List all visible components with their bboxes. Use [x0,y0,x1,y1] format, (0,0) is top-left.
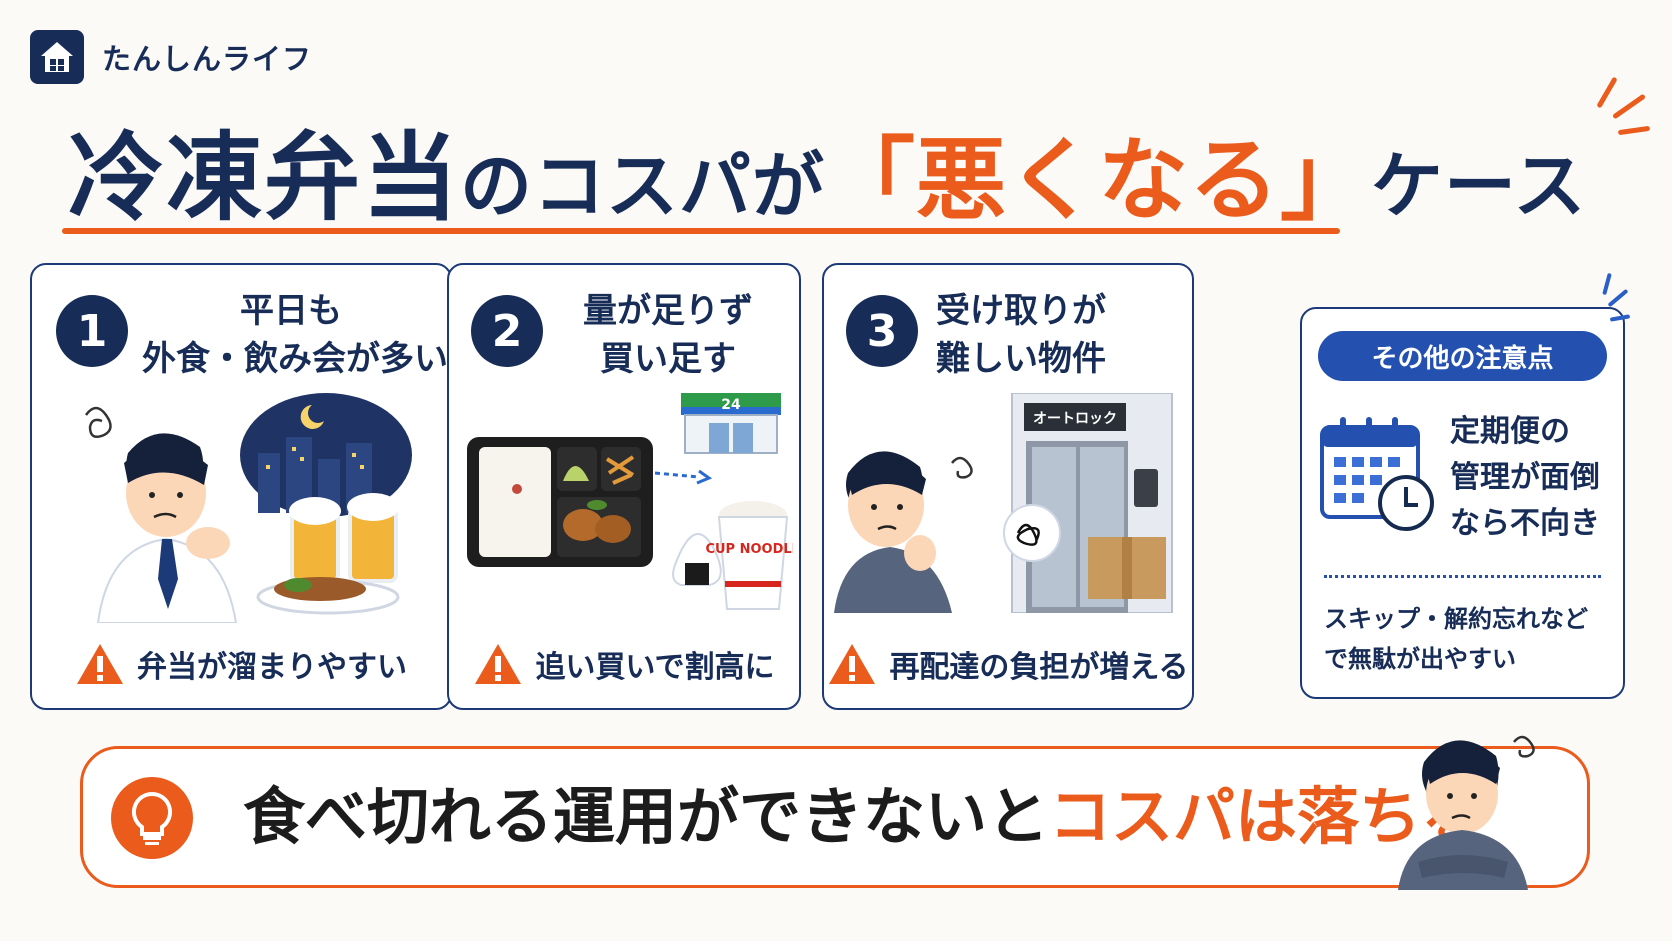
bottom-banner: 食べ切れる運用ができないとコスパは落ちる [80,746,1590,888]
card-3-warning: 再配達の負担が増える [824,642,1192,686]
card-1-number: 1 [56,295,128,367]
door-label: オートロック [1033,411,1117,427]
warning-icon [475,644,522,684]
brand-name: たんしんライフ [102,42,313,76]
side-text: 定期便の 管理が面倒 なら不向き [1450,414,1600,541]
worried-man-auto-lock-door-package-icon: オートロック [834,393,1173,613]
side-card: その他の注意点 定期便の 管理が面倒 なら不向き スキップ・解約忘れなど で無駄… [1300,307,1625,699]
card-2-warning: 追い買いで割高に [449,642,799,686]
headline-part4: ケース [1371,144,1587,228]
card-1-warning: 弁当が溜まりやすい [32,642,450,686]
store-sign: 24 [721,397,741,413]
house-icon [30,30,84,84]
side-sub: スキップ・解約忘れなど で無駄が出やすい [1324,605,1588,673]
card-2-number: 2 [471,295,543,367]
warning-icon [829,644,876,684]
worried-man-arms-crossed-icon [1398,735,1535,890]
headline-part1: 冷凍弁当 [68,122,460,234]
headline-underline [62,228,1340,234]
side-divider [1324,575,1601,578]
headline-part2: のコスパが [460,144,826,228]
lightbulb-icon [111,777,193,859]
warning-icon [77,644,123,684]
card-1-title: 平日も 外食・飲み会が多い [142,291,448,379]
side-pill: その他の注意点 [1318,331,1607,381]
card-3-number: 3 [846,295,918,367]
bento-tray-convenience-store-onigiri-cup-noodle-icon: 24 CUP NOODLE [467,393,793,610]
calendar-clock-icon [1320,417,1434,531]
card-2: 2 量が足りず 買い足す 24 CUP NOODLE [447,263,801,710]
card-2-title: 量が足りず 買い足す [583,291,753,379]
worried-man-with-beer-and-city-night-icon [84,393,412,623]
card-3: 3 受け取りが 難しい物件 オートロック 再配達の負担が増える [822,263,1194,710]
headline: 冷凍弁当 のコスパが 「悪くなる」 ケース [68,100,1586,234]
cup-label: CUP NOODLE [705,542,793,557]
banner-text: 食べ切れる運用ができないとコスパは落ちる [243,780,1484,853]
headline-part3: 「悪くなる」 [825,128,1372,233]
card-3-title: 受け取りが 難しい物件 [936,291,1106,379]
card-1: 1 平日も 外食・飲み会が多い 弁当が溜まりやすい [30,263,452,710]
brand: たんしんライフ [30,30,312,84]
